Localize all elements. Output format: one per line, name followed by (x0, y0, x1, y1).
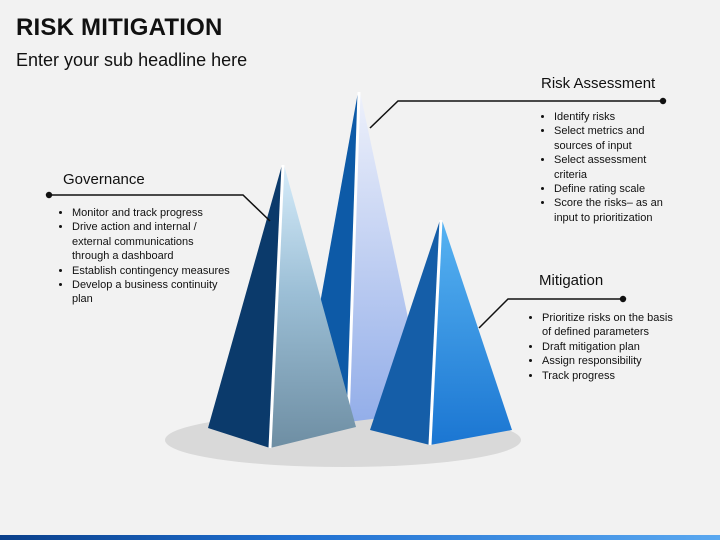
connector-risk-assessment (369, 97, 667, 129)
list-item: Select assessment criteria (554, 153, 682, 182)
list-item: Prioritize risks on the basis of defined… (542, 311, 682, 340)
list-item: Track progress (542, 369, 682, 383)
list-item: Assign responsibility (542, 354, 682, 368)
list-item: Drive action and internal / external com… (72, 220, 232, 263)
list-item: Select metrics and sources of input (554, 124, 682, 153)
list-item: Develop a business continuity plan (72, 278, 232, 307)
risk-assessment-list: Identify risks Select metrics and source… (536, 110, 682, 225)
list-item: Draft mitigation plan (542, 340, 682, 354)
bottom-accent-bar (0, 535, 720, 540)
governance-heading: Governance (63, 171, 145, 188)
connector-mitigation (478, 295, 627, 329)
list-item: Define rating scale (554, 182, 682, 196)
connector-governance (45, 191, 271, 222)
page-subtitle: Enter your sub headline here (16, 50, 248, 70)
mitigation-heading: Mitigation (539, 272, 604, 289)
list-item: Identify risks (554, 110, 682, 124)
risk-assessment-heading: Risk Assessment (541, 75, 656, 92)
governance-pyramid (208, 164, 356, 449)
list-item: Monitor and track progress (72, 206, 232, 220)
mitigation-list: Prioritize risks on the basis of defined… (524, 311, 682, 383)
list-item: Score the risks– as an input to prioriti… (554, 196, 682, 225)
mitigation-pyramid (370, 219, 512, 446)
page-title: RISK MITIGATION (16, 14, 223, 41)
list-item: Establish contingency measures (72, 264, 232, 278)
governance-list: Monitor and track progress Drive action … (54, 206, 232, 307)
